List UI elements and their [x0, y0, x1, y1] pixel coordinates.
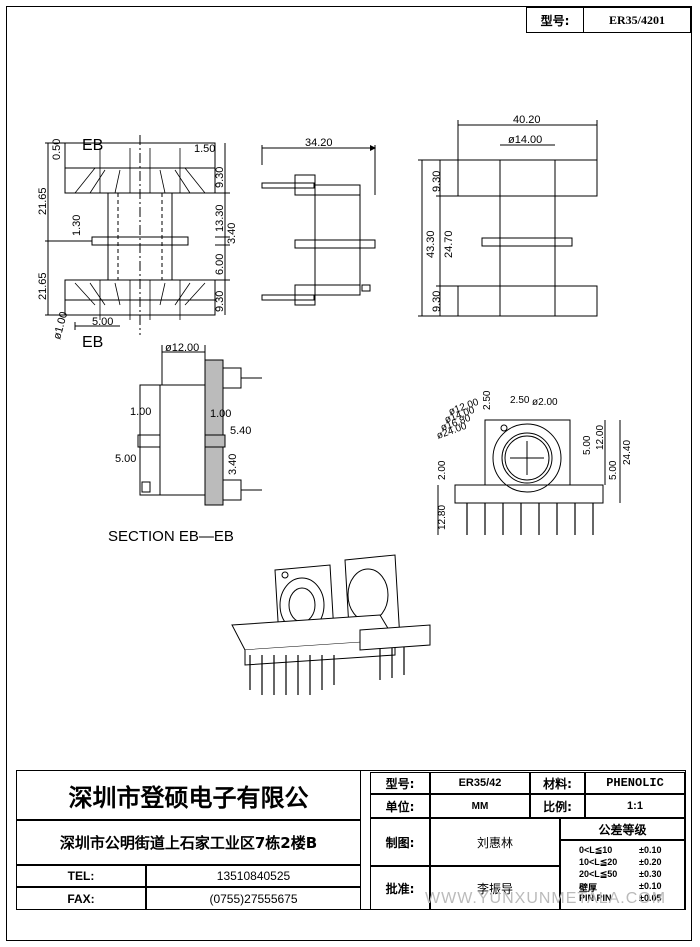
top-dim-9-30-b: 9.30: [431, 291, 443, 312]
dim-21-65-bottom: 21.65: [37, 272, 49, 300]
tol-value: ±0.10: [639, 881, 662, 891]
tb-unit-label: 单位:: [370, 794, 430, 818]
tb-approved-label: 批准:: [370, 866, 430, 910]
tol-range: 壁厚: [579, 884, 598, 894]
tol-range: 20<L≦50: [579, 869, 618, 879]
watermark: WWW.YUNXUNMETALA.COM: [425, 890, 667, 907]
dim-9-30-b: 9.30: [214, 291, 226, 312]
top-dim-24-70: 24.70: [443, 230, 455, 258]
section-5-40: 5.40: [230, 425, 251, 437]
tol-range: 0<L≦10: [579, 845, 613, 855]
tolerance-table: 0<L≦10 ±0.10 10<L≦20 ±0.20 20<L≦50 ±0.30 壁厚…: [560, 840, 685, 910]
end-5-00-a: 5.00: [582, 435, 593, 455]
tol-range: PIN PIN: [579, 893, 612, 903]
dim-1-30: 1.30: [71, 215, 83, 236]
section-3-40: 3.40: [227, 454, 239, 475]
tb-scale-value: 1:1: [585, 794, 685, 818]
dim-13-30: 13.30: [214, 204, 226, 232]
side-view: [261, 145, 376, 306]
top-bore: ø14.00: [508, 134, 542, 146]
section-bore: ø12.00: [165, 342, 199, 354]
tolerance-title: 公差等级: [560, 818, 685, 840]
tolerance-row: 壁厚 ±0.10: [561, 881, 684, 894]
dim-5-00: 5.00: [92, 316, 113, 328]
section-mark-bottom: EB: [82, 334, 103, 351]
tb-material-label: 材料:: [530, 772, 585, 794]
tol-value: ±0.10: [639, 845, 662, 855]
end-2-00: 2.00: [437, 460, 448, 480]
header-model-value: ER35/4201: [583, 7, 691, 33]
tolerance-row: 0<L≦10 ±0.10: [561, 845, 684, 857]
end-2-50-b: 2.50: [510, 395, 530, 406]
tol-range: 10<L≦20: [579, 857, 618, 867]
tb-model-value: ER35/42: [430, 772, 530, 794]
dim-3-40: 3.40: [226, 223, 238, 244]
end-dia-2-00: ø2.00: [532, 397, 558, 408]
top-dim-9-30-a: 9.30: [431, 171, 443, 192]
tb-scale-label: 比例:: [530, 794, 585, 818]
tb-drawn-value: 刘惠林: [430, 818, 560, 866]
dim-1-50: 1.50: [194, 143, 215, 155]
tel-label: TEL:: [16, 865, 146, 887]
section-view: [137, 345, 262, 506]
dim-21-65-top: 21.65: [37, 187, 49, 215]
isometric-view: [231, 554, 431, 695]
tol-value: ±0.30: [639, 869, 662, 879]
front-view: [45, 135, 230, 335]
technical-drawing: EB EB 0.50 1.50 21.65 21.65 9.30 13.30 3…: [37, 114, 633, 695]
fax-value: (0755)27555675: [146, 887, 361, 910]
end-24-40: 24.40: [622, 440, 633, 465]
tb-model-label: 型号:: [370, 772, 430, 794]
dim-0-50: 0.50: [51, 139, 63, 160]
section-1-00-a: 1.00: [130, 406, 151, 418]
top-width: 40.20: [513, 114, 541, 126]
top-dim-43-30: 43.30: [425, 230, 437, 258]
top-view: [418, 120, 598, 317]
dim-9-30-a: 9.30: [214, 167, 226, 188]
end-view: [437, 419, 621, 535]
tb-drawn-label: 制图:: [370, 818, 430, 866]
tol-value: ±0.20: [639, 857, 662, 867]
company-address: 深圳市公明街道上石家工业区7栋2楼B: [16, 820, 361, 865]
end-12-80: 12.80: [437, 505, 448, 530]
tb-unit-value: MM: [430, 794, 530, 818]
tolerance-row: 10<L≦20 ±0.20: [561, 857, 684, 869]
company-name: 深圳市登硕电子有限公: [16, 770, 361, 820]
end-12-00: 12.00: [595, 425, 606, 450]
section-caption: SECTION EB—EB: [108, 528, 234, 545]
section-5-00: 5.00: [115, 453, 136, 465]
section-1-00-b: 1.00: [210, 408, 231, 420]
tb-material-value: PHENOLIC: [585, 772, 685, 794]
dim-6-00: 6.00: [214, 254, 226, 275]
section-mark-top: EB: [82, 137, 103, 154]
drawing-frame: [6, 6, 692, 941]
end-2-50-a: 2.50: [482, 390, 493, 410]
tol-value: ±0.05: [639, 893, 662, 903]
tel-value: 13510840525: [146, 865, 361, 887]
tolerance-row: 20<L≦50 ±0.30: [561, 869, 684, 881]
side-width: 34.20: [305, 137, 333, 149]
end-5-00-b: 5.00: [608, 460, 619, 480]
fax-label: FAX:: [16, 887, 146, 910]
tolerance-row: PIN PIN ±0.05: [561, 893, 684, 905]
tb-approved-value: 李振导: [430, 866, 560, 910]
